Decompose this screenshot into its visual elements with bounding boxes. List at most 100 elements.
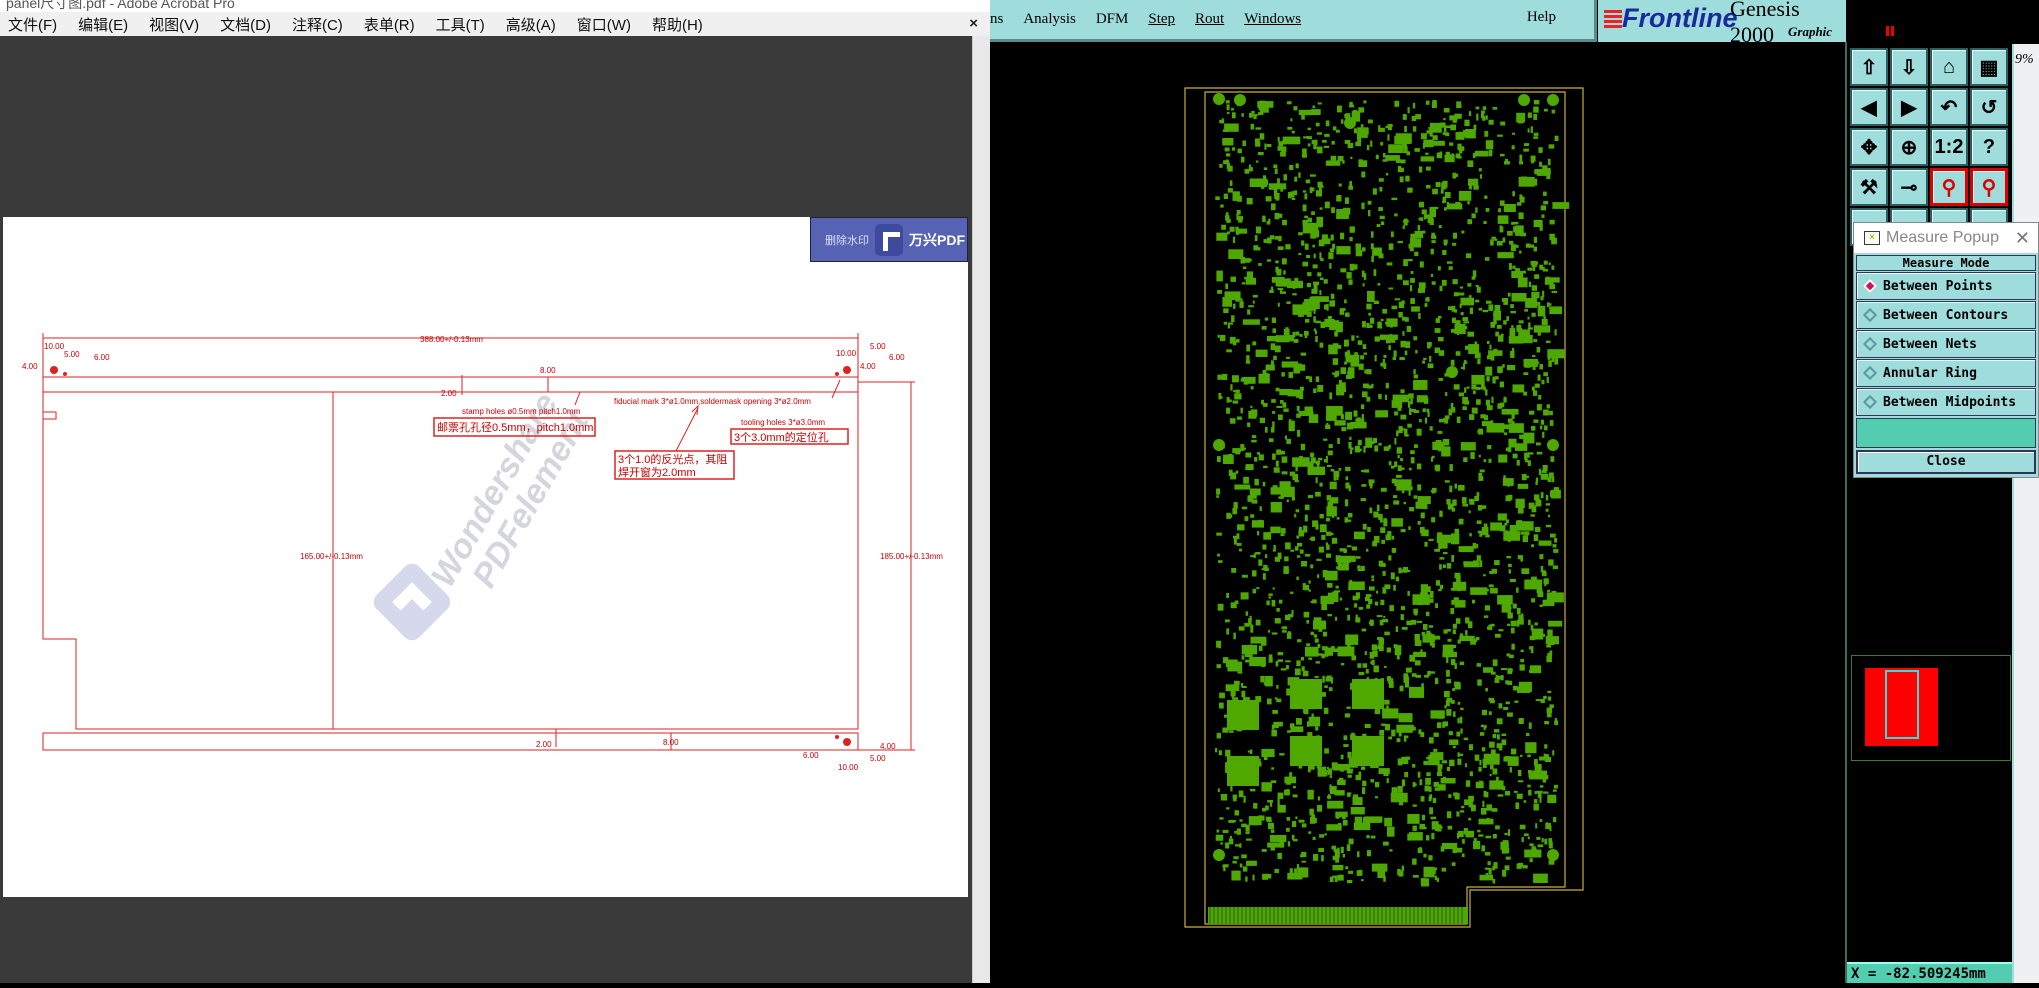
zoom-out-button[interactable]: ⇩: [1890, 48, 1928, 86]
mode-annular-ring[interactable]: Annular Ring: [1856, 359, 2036, 387]
pcb-pad: [1439, 510, 1443, 517]
pcb-pad: [1343, 744, 1349, 747]
pcb-pad: [1374, 796, 1378, 799]
snap-button[interactable]: ⊸: [1890, 168, 1928, 206]
help-button[interactable]: ?: [1970, 128, 2008, 166]
pcb-pad: [1422, 408, 1426, 412]
fit-button[interactable]: ✥: [1850, 128, 1888, 166]
menu-windows[interactable]: Windows: [1244, 11, 1302, 27]
mode-between-nets[interactable]: Between Nets: [1856, 330, 2036, 358]
pcb-pad: [1532, 355, 1536, 358]
menu-analysis[interactable]: Analysis: [1023, 11, 1076, 27]
pcb-pad: [1283, 408, 1289, 412]
redraw-button[interactable]: ↺: [1970, 88, 2008, 126]
pcb-pad: [1361, 470, 1367, 473]
mode-between-points[interactable]: Between Points: [1856, 272, 2036, 300]
pcb-pad: [1457, 146, 1461, 149]
pcb-pad: [1523, 391, 1528, 396]
pcb-pad: [1430, 867, 1436, 875]
pcb-pad: [1279, 290, 1282, 294]
close-document-button[interactable]: ×: [969, 15, 978, 32]
dim-label: 8.00: [540, 366, 556, 375]
menu-dfm[interactable]: DFM: [1095, 11, 1129, 27]
close-icon[interactable]: ✕: [2014, 227, 2030, 248]
pcb-pad: [1468, 344, 1480, 354]
home-button[interactable]: ⌂: [1930, 48, 1968, 86]
pcb-pad: [1387, 831, 1392, 834]
pcb-pad: [1344, 197, 1349, 204]
pcb-pad: [1456, 416, 1461, 424]
pcb-pad: [1326, 304, 1329, 311]
menu-document[interactable]: 文档(D): [220, 16, 271, 34]
menu-forms[interactable]: 表单(R): [363, 16, 415, 34]
pcb-pad: [1292, 304, 1310, 315]
menu-help[interactable]: 帮助(H): [651, 16, 703, 34]
pcb-pad: [1241, 690, 1246, 698]
pan-left-button[interactable]: ◀: [1850, 88, 1888, 126]
pcb-pad: [1531, 505, 1537, 513]
pcb-pad: [1501, 668, 1507, 671]
pcb-pad: [1255, 552, 1261, 555]
menu-options[interactable]: ns: [990, 11, 1004, 27]
menu-file[interactable]: 文件(F): [8, 16, 58, 34]
vertical-scrollbar[interactable]: [972, 36, 990, 983]
pcb-pad: [1544, 281, 1551, 285]
pan-right-button[interactable]: ▶: [1890, 88, 1928, 126]
pcb-pad: [1383, 518, 1388, 523]
pcb-pad: [1533, 178, 1538, 186]
mode-between-midpoints[interactable]: Between Midpoints: [1856, 388, 2036, 416]
pcb-pad: [1329, 497, 1339, 504]
remove-watermark-button[interactable]: 删除水印 万兴PDF: [810, 217, 968, 262]
zoom-in-button[interactable]: ⇧: [1850, 48, 1888, 86]
grid-button[interactable]: ▦: [1970, 48, 2008, 86]
pcb-pad: [1457, 701, 1461, 705]
menu-step[interactable]: Step: [1148, 11, 1176, 27]
center-button[interactable]: ⊕: [1890, 128, 1928, 166]
pcb-pad: [1356, 417, 1361, 425]
pcb-pad: [1420, 732, 1425, 737]
pcb-pad: [1450, 533, 1460, 545]
pcb-pad: [1232, 400, 1239, 404]
pcb-pad: [1407, 591, 1410, 596]
undo-view-button[interactable]: ↶: [1930, 88, 1968, 126]
pcb-pad: [1251, 499, 1258, 504]
pcb-pad: [1327, 501, 1333, 508]
menu-window[interactable]: 窗口(W): [576, 16, 631, 34]
net-highlight-button[interactable]: ⚲: [1930, 168, 1968, 206]
pcb-pad: [1423, 139, 1434, 148]
menu-comments[interactable]: 注释(C): [291, 16, 343, 34]
menu-view[interactable]: 视图(V): [149, 16, 200, 34]
close-button[interactable]: Close: [1856, 450, 2036, 474]
pcb-pad: [1400, 428, 1405, 431]
pcb-pad: [1450, 700, 1455, 704]
menu-edit[interactable]: 编辑(E): [78, 16, 129, 34]
pcb-pad: [1548, 514, 1551, 518]
scale-button[interactable]: 1:2: [1930, 128, 1968, 166]
menu-rout[interactable]: Rout: [1195, 11, 1225, 27]
pcb-pad: [1347, 793, 1351, 797]
tools-button[interactable]: ⚒: [1850, 168, 1888, 206]
pcb-pad: [1277, 302, 1280, 307]
pcb-pad: [1471, 213, 1476, 219]
overview-minimap[interactable]: [1851, 655, 2011, 761]
menu-help[interactable]: Help: [1526, 9, 1556, 25]
menu-tools[interactable]: 工具(T): [435, 16, 485, 34]
pcb-pad: [1308, 589, 1311, 592]
pcb-pad: [1539, 756, 1545, 761]
pcb-pad: [1345, 312, 1350, 317]
menu-advanced[interactable]: 高级(A): [505, 16, 556, 34]
mode-between-contours[interactable]: Between Contours: [1856, 301, 2036, 329]
pcb-pad: [1426, 835, 1430, 841]
pcb-pad: [1296, 405, 1300, 412]
pcb-pad: [1396, 474, 1402, 478]
graphic-editor-canvas[interactable]: [990, 42, 1845, 983]
pcb-pad: [1327, 592, 1333, 600]
pcb-pad: [1291, 421, 1295, 428]
fiducial: [1213, 439, 1225, 451]
pcb-pad: [1451, 555, 1454, 562]
net-select-button[interactable]: ⚲: [1970, 168, 2008, 206]
pcb-pad: [1224, 714, 1229, 718]
pcb-pad: [1443, 108, 1450, 113]
pcb-pad: [1292, 839, 1298, 842]
pcb-pad: [1268, 654, 1273, 658]
